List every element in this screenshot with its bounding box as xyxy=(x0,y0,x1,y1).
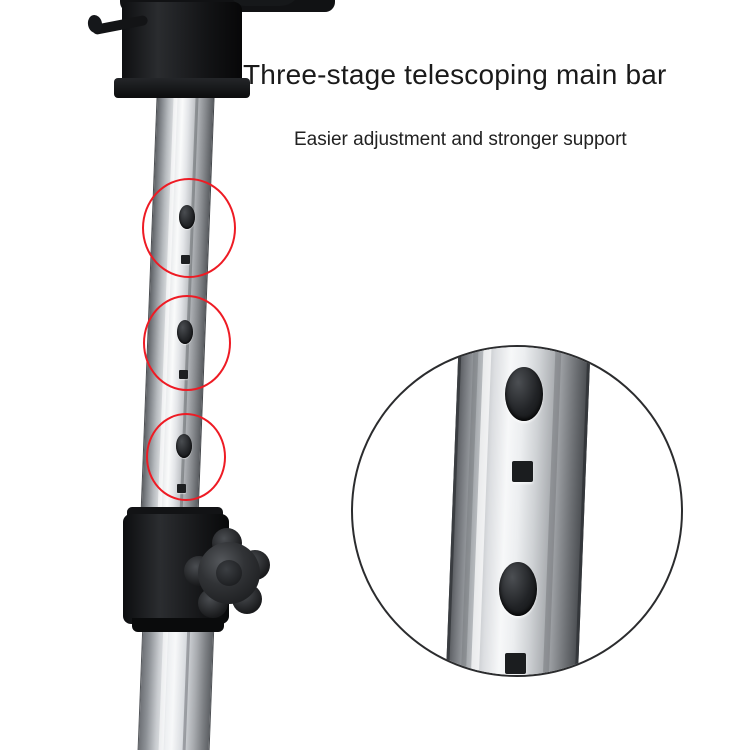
zoomed-adjustment-detent xyxy=(505,653,526,674)
upper-collar-lip xyxy=(114,78,250,98)
clamp-block-base xyxy=(132,618,224,632)
zoomed-adjustment-detent xyxy=(512,461,533,482)
headline-text: Three-stage telescoping main bar xyxy=(243,59,667,90)
hole-callout-ring-2 xyxy=(143,295,231,391)
knob-hub xyxy=(216,560,242,586)
subheadline-text: Easier adjustment and stronger support xyxy=(294,129,627,150)
detail-zoom-circle xyxy=(351,345,683,677)
hole-callout-ring-1 xyxy=(142,178,236,278)
zoomed-adjustment-hole xyxy=(505,367,543,421)
hole-callout-ring-3 xyxy=(146,413,226,501)
head-grip-lower xyxy=(230,0,302,6)
zoomed-adjustment-hole xyxy=(499,562,537,616)
star-locking-knob xyxy=(184,528,272,618)
telescoping-main-bar xyxy=(80,0,340,750)
